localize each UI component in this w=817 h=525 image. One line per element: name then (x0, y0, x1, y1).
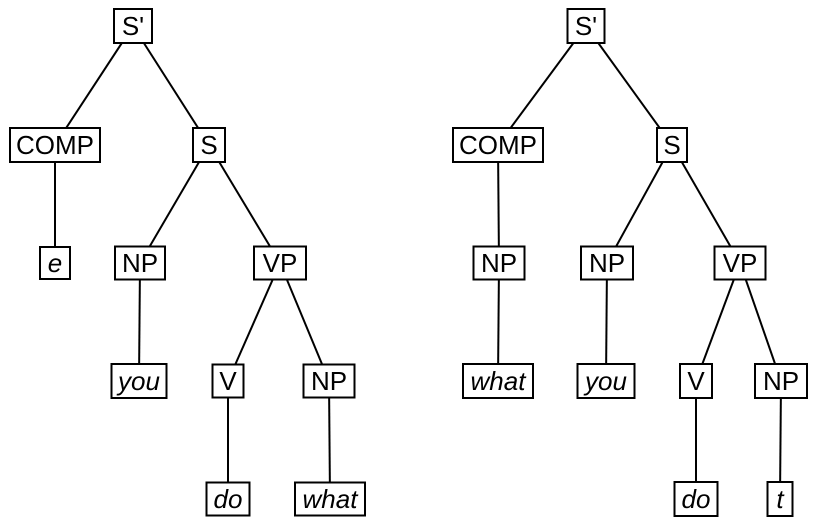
node-box-s-bar (566, 8, 606, 44)
tree-edge-s-bar-s (585, 25, 673, 146)
tree-edge-np-obj-t (779, 380, 782, 500)
node-box-e (39, 246, 71, 280)
node-label-v: V (687, 366, 705, 396)
node-label-s: S (200, 130, 217, 160)
tree-edge-np-obj-what (328, 380, 331, 500)
node-box-np-obj (302, 363, 356, 399)
tree-edge-s-bar-s (132, 25, 210, 146)
node-label-np-comp: NP (481, 248, 517, 278)
node-label-what: what (471, 366, 528, 396)
node-box-comp (9, 127, 101, 163)
tree-edge-vp-v (227, 262, 281, 382)
tree-edge-comp-np-comp (497, 144, 500, 264)
node-box-what (294, 481, 366, 517)
node-label-do: do (214, 484, 243, 514)
tree-edge-np-subj-you (138, 262, 141, 382)
node-box-np-subj (114, 245, 166, 281)
node-label-np-subj: NP (122, 248, 158, 278)
node-box-np-obj (754, 363, 808, 399)
tree-right: S' COMP S NP NP VP what you V NP do t (452, 8, 808, 517)
tree-edge-np-subj-you (605, 262, 608, 382)
node-box-vp (713, 245, 767, 281)
node-box-comp (452, 127, 544, 163)
node-box-s (192, 127, 226, 163)
tree-edge-vp-v (695, 262, 741, 382)
node-label-s: S (663, 130, 680, 160)
node-box-s-bar (113, 8, 153, 44)
node-label-np-obj: NP (311, 366, 347, 396)
tree-edge-s-np-subj (139, 144, 210, 264)
node-box-np-subj (580, 245, 634, 281)
tree-edge-s-bar-comp (497, 25, 587, 146)
node-box-you (110, 363, 168, 399)
tree-edge-vp-np-obj (739, 262, 782, 382)
node-label-e: e (48, 248, 62, 278)
node-box-s (656, 127, 688, 163)
node-label-comp: COMP (459, 130, 537, 160)
node-label-you: you (116, 366, 160, 396)
node-box-do (205, 481, 251, 517)
node-label-what: what (303, 484, 360, 514)
tree-edge-s-bar-comp (54, 25, 134, 146)
node-label-np-subj: NP (589, 248, 625, 278)
node-box-v (211, 363, 245, 399)
tree-edge-vp-np-obj (279, 262, 330, 382)
node-label-v: V (219, 366, 237, 396)
node-box-t (766, 481, 794, 517)
tree-edge-s-vp (208, 144, 281, 264)
node-label-do: do (682, 484, 711, 514)
tree-edge-s-vp (671, 144, 741, 264)
node-label-vp: VP (723, 248, 758, 278)
node-box-vp (253, 245, 307, 281)
tree-edge-np-comp-what (497, 262, 500, 382)
node-box-np-comp (472, 245, 526, 281)
node-label-comp: COMP (16, 130, 94, 160)
node-label-np-obj: NP (763, 366, 799, 396)
node-box-v (679, 363, 713, 399)
node-box-what (462, 363, 534, 399)
node-label-t: t (776, 484, 785, 514)
node-label-you: you (583, 366, 627, 396)
node-box-you (576, 363, 636, 399)
node-box-do (673, 481, 719, 517)
node-label-s-bar: S' (575, 11, 597, 41)
tree-edge-s-np-subj (606, 144, 673, 264)
node-label-s-bar: S' (122, 11, 144, 41)
node-label-vp: VP (263, 248, 298, 278)
